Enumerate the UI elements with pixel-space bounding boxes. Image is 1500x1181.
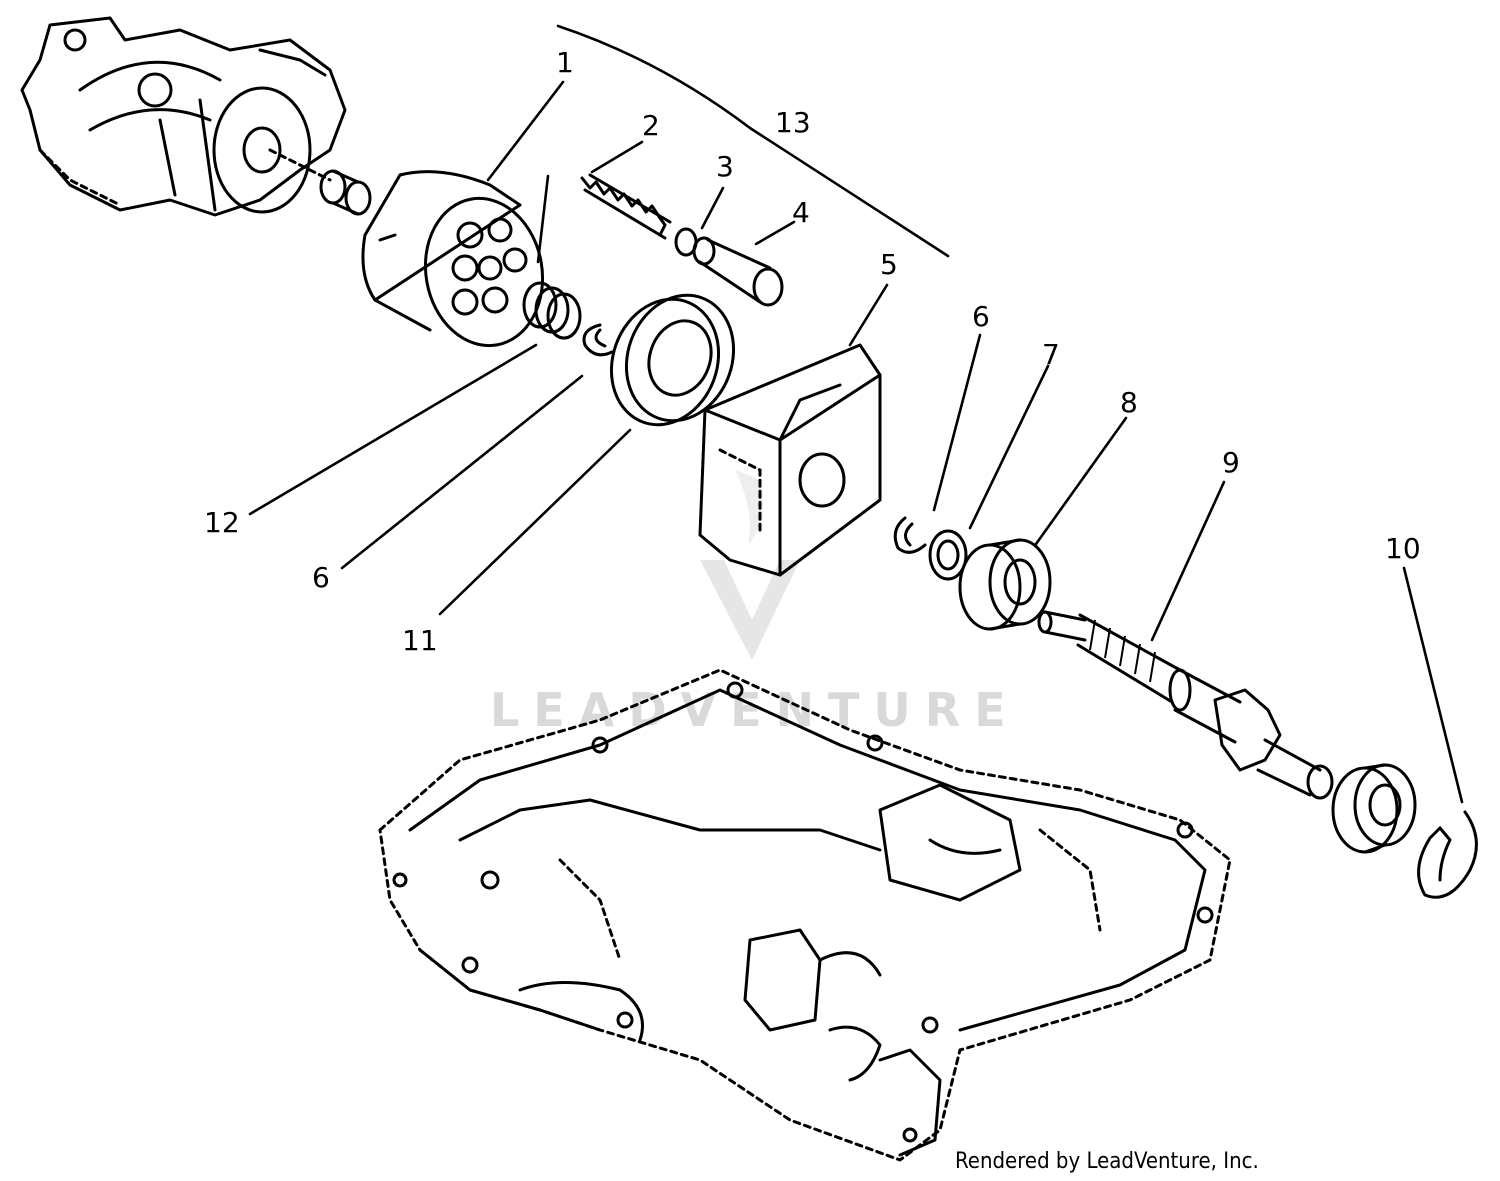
- leader-lines: [248, 80, 1464, 804]
- callout-7: 7: [1042, 338, 1060, 371]
- ball-bearing-8-part: [958, 538, 1052, 631]
- render-credit: Rendered by LeadVenture, Inc.: [955, 1149, 1259, 1174]
- callout-11: 11: [402, 624, 438, 657]
- cylinder-block-part: [361, 170, 545, 348]
- callout-12: 12: [204, 506, 240, 539]
- callout-5: 5: [880, 248, 898, 281]
- washer-7-part: [928, 529, 968, 581]
- spring-12-part: [522, 281, 582, 340]
- ball-bearing-lower-part: [1331, 763, 1417, 854]
- bushing-part: [319, 169, 372, 216]
- piston-part: [692, 236, 784, 307]
- spring-part: [580, 173, 672, 240]
- thrust-bearing-part: [609, 293, 736, 427]
- callout-2: 2: [642, 109, 660, 142]
- callout-13: 13: [775, 106, 811, 139]
- upper-housing-part: [20, 16, 347, 217]
- retaining-ring-part: [1417, 810, 1478, 899]
- callout-6-left: 6: [312, 561, 330, 594]
- callout-1: 1: [556, 46, 574, 79]
- group-bracket-13: [556, 24, 950, 258]
- callout-4: 4: [792, 196, 810, 229]
- leadventure-watermark-logo: LEADVENTURE: [490, 470, 1006, 737]
- callout-6-right: 6: [972, 300, 990, 333]
- callout-9: 9: [1222, 446, 1240, 479]
- callout-3: 3: [716, 150, 734, 183]
- shaft-part: [1037, 610, 1334, 800]
- center-block-part: [698, 343, 882, 577]
- callout-10: 10: [1385, 532, 1421, 565]
- snap-ring-part: [582, 323, 614, 357]
- lower-case-part: [378, 668, 1232, 1162]
- callout-8: 8: [1120, 386, 1138, 419]
- snap-ring-right-part: [893, 516, 927, 554]
- callout-labels: 1 2 3 4 5 6 7 8 9 10 11 12 6 13: [204, 46, 1421, 657]
